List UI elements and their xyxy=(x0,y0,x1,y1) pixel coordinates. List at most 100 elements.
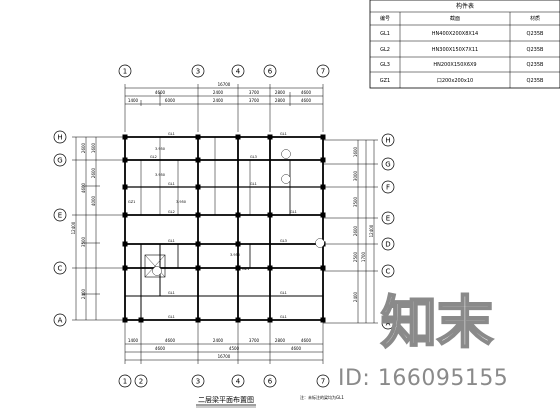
column-marker xyxy=(122,212,128,218)
beam-label: GL3 xyxy=(280,239,287,243)
axis-bubble xyxy=(53,130,67,144)
dim-label: 2400 xyxy=(213,98,224,103)
dim-label: 1400 xyxy=(128,338,139,343)
axis-bubble xyxy=(263,374,277,388)
axis-bubble xyxy=(191,64,205,78)
legend-col-header: 编号 xyxy=(380,15,390,22)
dim-label: 4600 xyxy=(155,346,166,351)
dim-label: 4600 xyxy=(291,346,302,351)
dim-label: 4600 xyxy=(81,182,86,193)
legend-col-header: 截面 xyxy=(450,15,460,22)
axis-bubble xyxy=(381,264,395,278)
axis-bubble-label: 1 xyxy=(123,378,127,386)
column-marker xyxy=(320,265,326,271)
dim-label: 1600 xyxy=(353,146,358,157)
column-marker xyxy=(267,134,273,140)
dim-label: 4600 xyxy=(301,338,312,343)
axis-bubble-label: 3 xyxy=(196,68,200,76)
watermark-logo: 知末 xyxy=(380,290,494,352)
axis-bubble-label: A xyxy=(386,320,391,328)
watermark-id: ID: 166095155 xyxy=(338,366,509,391)
axis-bubble-label: 4 xyxy=(236,68,241,76)
axis-bubble xyxy=(381,133,395,147)
axis-bubble xyxy=(316,374,330,388)
axis-bubble xyxy=(263,64,277,78)
beam-label: GZ1 xyxy=(242,267,249,271)
column-marker xyxy=(122,134,128,140)
axis-bubble-label: H xyxy=(57,134,62,142)
dim-label: 4500 xyxy=(229,346,240,351)
right-axis-bubbles: H G F E D C A xyxy=(381,133,395,330)
dim-label: 4000 xyxy=(91,195,96,206)
axis-bubble xyxy=(191,374,205,388)
axis-bubble xyxy=(381,211,395,225)
beam-grid xyxy=(124,136,324,321)
dim-label: 2400 xyxy=(353,291,358,302)
legend-cell: Q235B xyxy=(527,31,544,37)
column-marker xyxy=(267,212,273,218)
dim-label: 6000 xyxy=(165,98,176,103)
column-marker xyxy=(320,157,326,163)
dim-label: 1700 xyxy=(361,251,366,262)
drawing-note: 注：未标注的梁均为GL1 xyxy=(300,394,344,400)
beam-label: GL2 xyxy=(168,210,175,214)
column-marker xyxy=(195,241,201,247)
dim-label: 3700 xyxy=(249,338,260,343)
legend-cell: GL1 xyxy=(380,31,390,37)
axis-bubble-label: 7 xyxy=(321,68,325,76)
beam-label: GL1 xyxy=(280,315,287,319)
right-dimensions: 1600 3000 3500 2600 2500 1700 2400 12400 xyxy=(323,139,378,324)
dim-label: 3700 xyxy=(249,98,260,103)
dim-label: 16700 xyxy=(218,82,231,87)
dim-label: 12400 xyxy=(369,224,374,237)
axis-bubble-label: G xyxy=(385,161,390,169)
axis-bubble-label: E xyxy=(58,212,62,220)
dim-label: 2800 xyxy=(275,98,286,103)
dim-label: 4600 xyxy=(155,90,166,95)
axis-bubble-label: 6 xyxy=(268,68,273,76)
legend-cell: GL2 xyxy=(380,47,390,53)
dim-label: 3500 xyxy=(353,196,358,207)
legend-cell: HN200X150X6X9 xyxy=(433,62,476,68)
beam-label: GZ1 xyxy=(128,200,135,204)
beam-label: GL1 xyxy=(290,210,297,214)
dim-label: 2400 xyxy=(81,288,86,299)
axis-bubble xyxy=(118,64,132,78)
column-marker xyxy=(122,184,128,190)
dim-label: 2400 xyxy=(213,338,224,343)
dim-label: 2800 xyxy=(275,338,286,343)
watermark-logo-text: 知末 xyxy=(381,291,493,352)
axis-bubble-label: C xyxy=(386,268,391,276)
axis-bubble xyxy=(316,64,330,78)
axis-bubble-label: H xyxy=(385,137,390,145)
axis-bubble xyxy=(381,180,395,194)
axis-bubble-label: A xyxy=(58,317,63,325)
dim-label: 3500 xyxy=(81,236,86,247)
axis-bubble-label: 4 xyxy=(236,378,241,386)
top-dimensions: 16700 4600 2400 3700 2800 4600 1400 6000… xyxy=(124,82,324,132)
column-marker xyxy=(235,212,241,218)
axis-bubble xyxy=(53,208,67,222)
beam-label: GL1 xyxy=(168,239,175,243)
axis-bubble-label: D xyxy=(385,241,390,249)
axis-bubble xyxy=(381,237,395,251)
column-marker xyxy=(195,265,201,271)
column-marker xyxy=(320,134,326,140)
column-marker xyxy=(267,265,273,271)
left-dimensions: 12400 2600 4600 3500 2400 1600 2600 4000 xyxy=(71,136,125,321)
columns xyxy=(122,134,326,323)
dim-label: 2600 xyxy=(353,225,358,236)
legend-cell: GZ1 xyxy=(380,78,390,84)
column-marker xyxy=(195,184,201,190)
beam-label: GL1 xyxy=(168,132,175,136)
drawing-title: 二层梁平面布置图 xyxy=(198,395,254,404)
column-marker xyxy=(235,134,241,140)
elevation-text: 3.950 xyxy=(230,253,240,257)
axis-bubble xyxy=(53,313,67,327)
axis-bubble xyxy=(118,374,132,388)
elevation-notes: 3.950 3.950 3.950 3.950 xyxy=(152,147,325,276)
legend-cell: GL3 xyxy=(380,62,390,68)
axis-bubble-label: C xyxy=(58,265,63,273)
top-axis-bubbles: 1 3 4 6 7 xyxy=(118,64,330,78)
